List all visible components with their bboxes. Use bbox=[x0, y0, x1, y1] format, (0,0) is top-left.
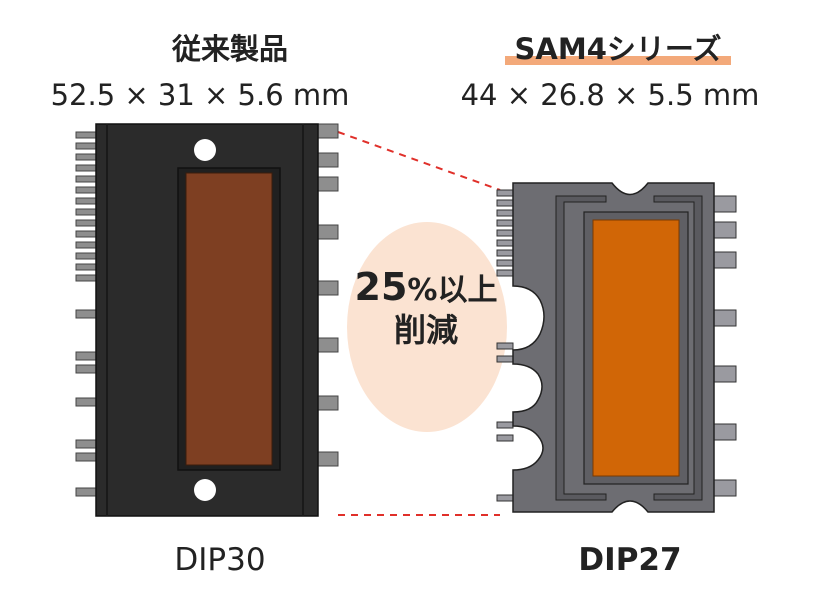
dip30-right-rail bbox=[302, 124, 304, 516]
sam4-package-name: DIP27 bbox=[578, 542, 682, 578]
dip30-package bbox=[75, 123, 339, 517]
reduction-percent-line: 25%以上 bbox=[336, 268, 516, 310]
sam4-series-dimensions: 44 × 26.8 × 5.5 mm bbox=[460, 78, 760, 112]
reduction-percent-suffix: %以上 bbox=[407, 273, 498, 308]
dip27-inner-rail-right bbox=[653, 195, 703, 501]
reduction-bubble bbox=[347, 222, 507, 432]
dip27-window bbox=[592, 219, 680, 477]
dip30-right-pins bbox=[317, 123, 339, 467]
dip30-left-pins bbox=[75, 131, 99, 497]
dip30-left-rail bbox=[106, 124, 108, 516]
dip30-mounting-hole-bottom bbox=[194, 479, 216, 501]
dashed-connector-top bbox=[337, 131, 501, 191]
dip27-package bbox=[496, 182, 737, 513]
sam4-series-title-wrap: SAM4シリーズ bbox=[468, 32, 768, 66]
conventional-package-name: DIP30 bbox=[174, 542, 266, 578]
dip30-window bbox=[185, 172, 273, 466]
dip27-inner-rail bbox=[555, 195, 607, 501]
dip30-mounting-hole-top bbox=[194, 139, 216, 161]
sam4-series-title: SAM4シリーズ bbox=[504, 32, 732, 66]
reduction-percent-value: 25 bbox=[354, 265, 408, 309]
reduction-label: 25%以上 削減 bbox=[336, 268, 516, 350]
conventional-product-title: 従来製品 bbox=[171, 32, 288, 66]
dip27-right-pins bbox=[713, 195, 737, 497]
reduction-text: 削減 bbox=[393, 311, 458, 349]
conventional-product-dimensions: 52.5 × 31 × 5.6 mm bbox=[50, 78, 350, 112]
